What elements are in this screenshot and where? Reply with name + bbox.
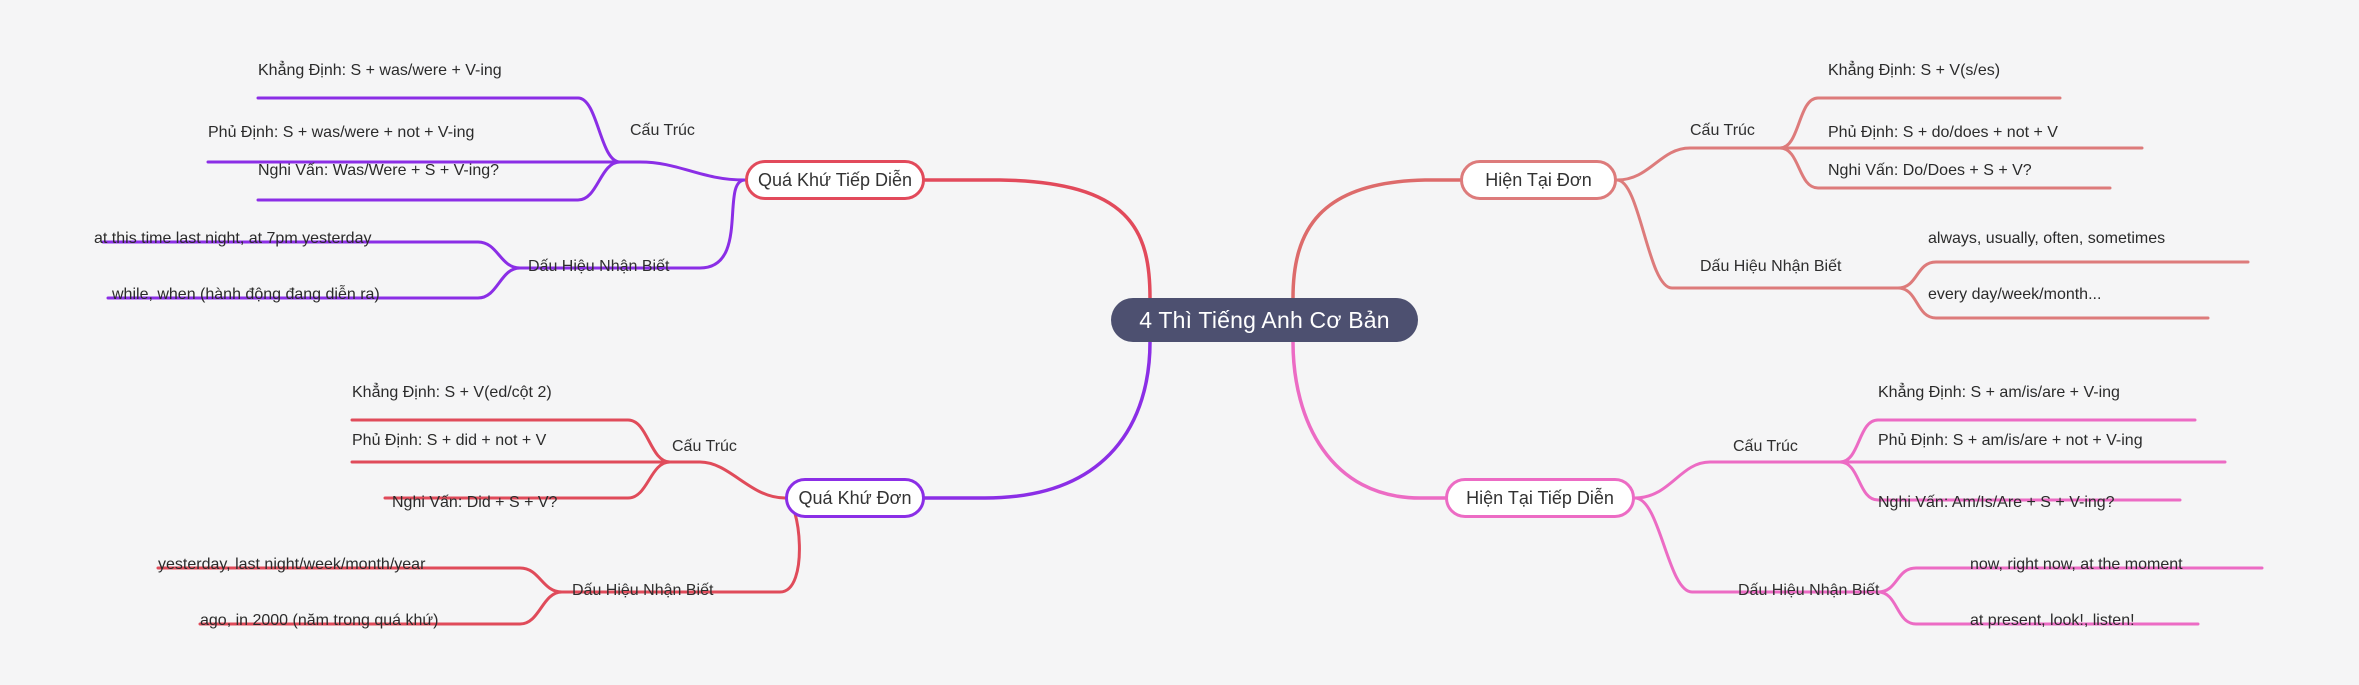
leaf-label-qkd-ct-2[interactable]: Phủ Định: S + did + not + V bbox=[352, 432, 547, 449]
trunk-present-continuous bbox=[1291, 340, 1447, 500]
tense-node-past-continuous[interactable]: Quá Khứ Tiếp Diễn bbox=[745, 160, 925, 200]
category-label-dauhieu-present-simple[interactable]: Dấu Hiệu Nhận Biết bbox=[1700, 258, 1842, 275]
leaf-label-httd-ct-3[interactable]: Nghi Vấn: Am/Is/Are + S + V-ing? bbox=[1878, 494, 2115, 511]
leaf-label-htd-ct-3[interactable]: Nghi Vấn: Do/Does + S + V? bbox=[1828, 162, 2032, 179]
tense-node-past-simple[interactable]: Quá Khứ Đơn bbox=[785, 478, 925, 518]
edge-qkd-ct-3 bbox=[383, 460, 672, 500]
edge-httd-dauhieu bbox=[1633, 496, 1880, 594]
tense-node-present-simple[interactable]: Hiện Tại Đơn bbox=[1460, 160, 1617, 200]
trunk-present-simple bbox=[1291, 178, 1462, 300]
category-label-dauhieu-past-continuous[interactable]: Dấu Hiệu Nhận Biết bbox=[528, 258, 670, 275]
category-label-cautruc-present-continuous[interactable]: Cấu Trúc bbox=[1733, 438, 1798, 455]
edge-qkd-dauhieu bbox=[560, 496, 801, 594]
tense-node-label: Hiện Tại Đơn bbox=[1485, 169, 1592, 190]
tense-node-label: Quá Khứ Tiếp Diễn bbox=[757, 169, 913, 190]
edge-htd-cautruc bbox=[1615, 146, 1782, 182]
leaf-label-qktd-ct-3[interactable]: Nghi Vấn: Was/Were + S + V-ing? bbox=[258, 162, 500, 179]
tense-node-label: Quá Khứ Đơn bbox=[798, 487, 912, 508]
trunk-past-simple bbox=[923, 340, 1152, 500]
leaf-label-httd-dh-1[interactable]: now, right now, at the moment bbox=[1970, 556, 2183, 573]
category-label-cautruc-past-simple[interactable]: Cấu Trúc bbox=[672, 438, 737, 455]
tense-node-label: Hiện Tại Tiếp Diễn bbox=[1466, 487, 1614, 508]
leaf-label-htd-ct-1[interactable]: Khẳng Định: S + V(s/es) bbox=[1828, 62, 2001, 79]
leaf-label-qkd-ct-1[interactable]: Khẳng Định: S + V(ed/cột 2) bbox=[352, 384, 552, 401]
tense-node-present-continuous[interactable]: Hiện Tại Tiếp Diễn bbox=[1445, 478, 1635, 518]
trunk-past-continuous bbox=[923, 178, 1152, 300]
leaf-label-qkd-dh-2[interactable]: ago, in 2000 (năm trong quá khứ) bbox=[200, 612, 439, 629]
leaf-label-qktd-ct-2[interactable]: Phủ Định: S + was/were + not + V-ing bbox=[208, 124, 475, 141]
leaf-label-qktd-dh-2[interactable]: while, when (hành động đang diễn ra) bbox=[112, 286, 380, 303]
category-label-dauhieu-present-continuous[interactable]: Dấu Hiệu Nhận Biết bbox=[1738, 582, 1880, 599]
root-node-label: 4 Thì Tiếng Anh Cơ Bản bbox=[1139, 306, 1390, 333]
leaf-label-htd-dh-2[interactable]: every day/week/month... bbox=[1928, 286, 2102, 303]
edge-qktd-dauhieu bbox=[518, 178, 747, 270]
leaf-label-httd-dh-2[interactable]: at present, look!, listen! bbox=[1970, 612, 2135, 629]
category-label-cautruc-past-continuous[interactable]: Cấu Trúc bbox=[630, 122, 695, 139]
root-node[interactable]: 4 Thì Tiếng Anh Cơ Bản bbox=[1111, 298, 1418, 342]
leaf-label-htd-dh-1[interactable]: always, usually, often, sometimes bbox=[1928, 230, 2166, 247]
edge-htd-dh-1 bbox=[1896, 260, 2250, 290]
leaf-label-httd-ct-1[interactable]: Khẳng Định: S + am/is/are + V-ing bbox=[1878, 384, 2120, 401]
leaf-label-qktd-dh-1[interactable]: at this time last night, at 7pm yesterda… bbox=[94, 230, 372, 247]
leaf-label-htd-ct-2[interactable]: Phủ Định: S + do/does + not + V bbox=[1828, 124, 2058, 141]
leaf-label-qktd-ct-1[interactable]: Khẳng Định: S + was/were + V-ing bbox=[258, 62, 502, 79]
edge-qkd-cautruc bbox=[668, 460, 787, 500]
edge-httd-cautruc bbox=[1633, 460, 1842, 500]
category-label-cautruc-present-simple[interactable]: Cấu Trúc bbox=[1690, 122, 1755, 139]
edge-qktd-cautruc bbox=[618, 160, 747, 182]
leaf-label-qkd-ct-3[interactable]: Nghi Vấn: Did + S + V? bbox=[392, 494, 558, 511]
leaf-label-httd-ct-2[interactable]: Phủ Định: S + am/is/are + not + V-ing bbox=[1878, 432, 2143, 449]
category-label-dauhieu-past-simple[interactable]: Dấu Hiệu Nhận Biết bbox=[572, 582, 714, 599]
leaf-label-qkd-dh-1[interactable]: yesterday, last night/week/month/year bbox=[158, 556, 426, 573]
